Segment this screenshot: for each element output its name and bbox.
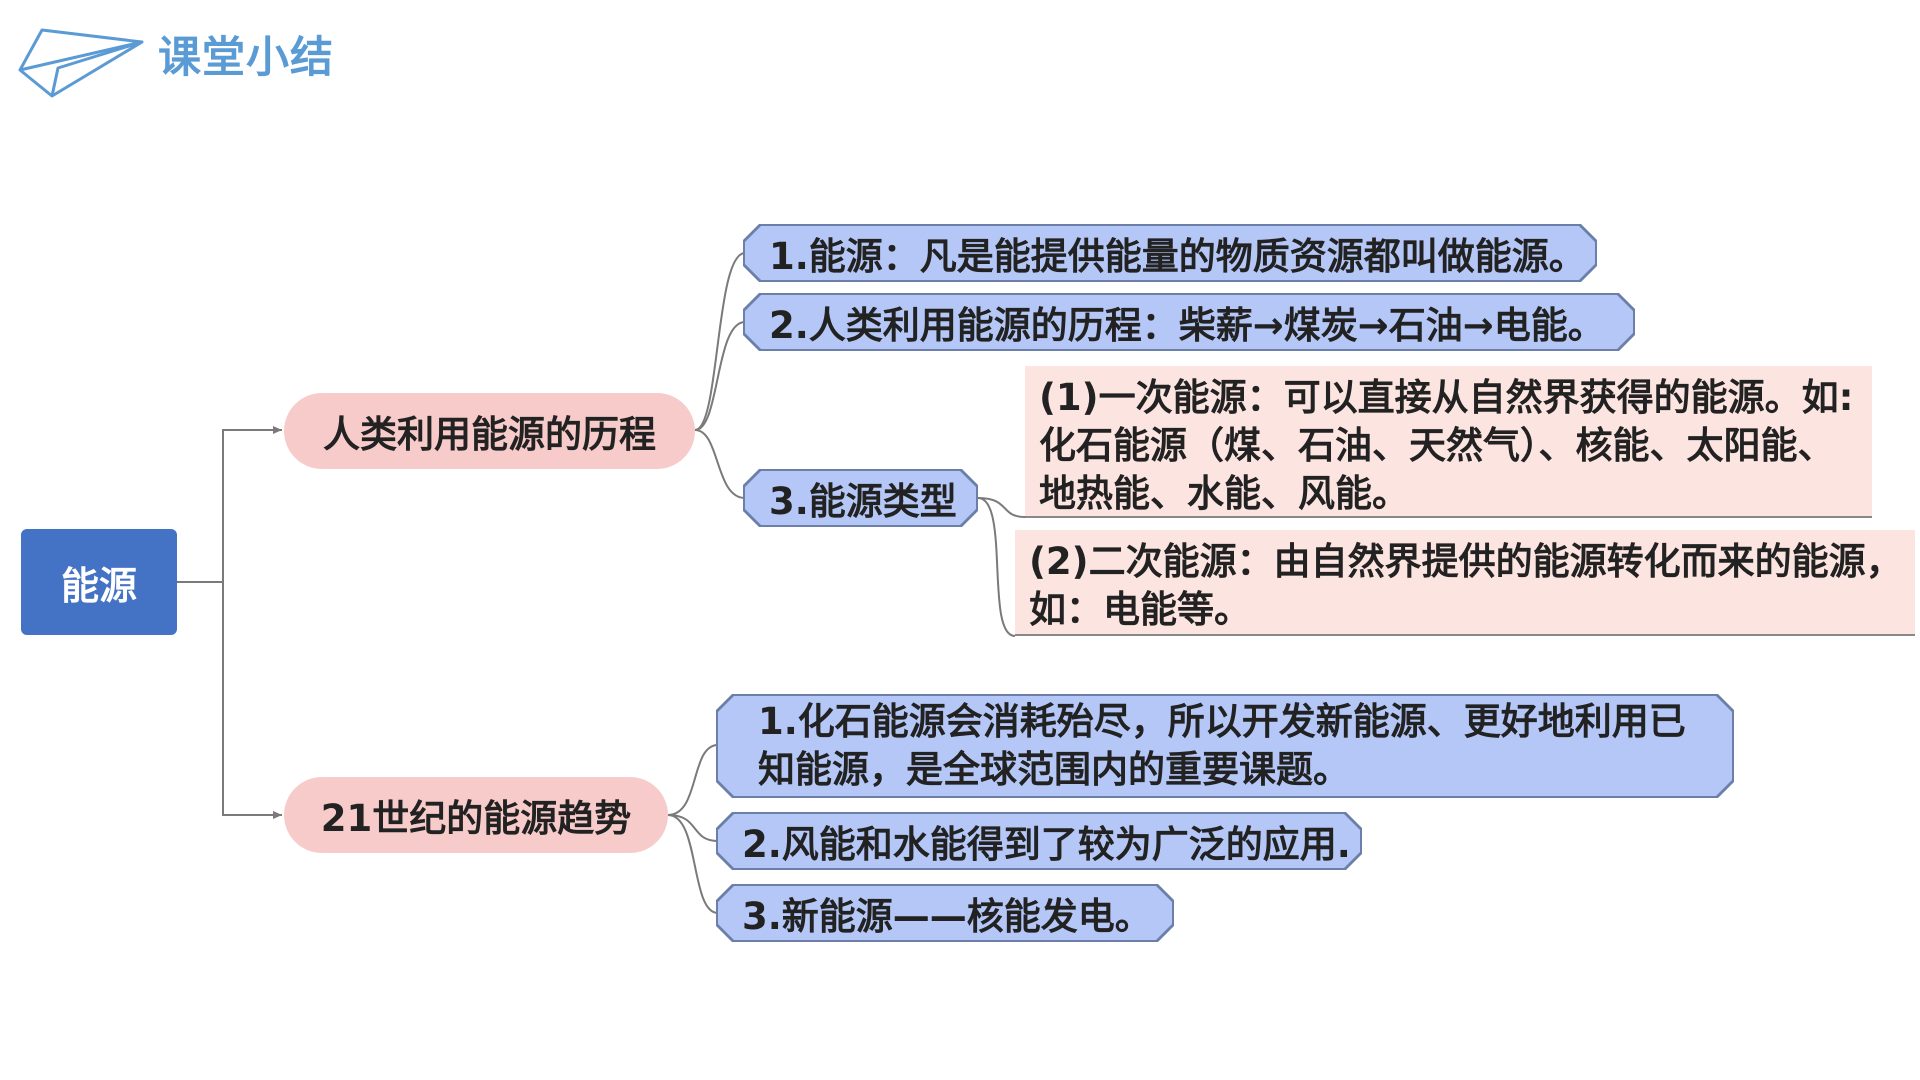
leaf-types-node: 3.能源类型 <box>743 469 978 527</box>
leaf-history-node: 2.人类利用能源的历程：柴薪→煤炭→石油→电能。 <box>743 293 1635 351</box>
connector-b1-i1 <box>694 252 746 431</box>
primary-energy-line: (1)一次能源：可以直接从自然界获得的能源。如: <box>1039 376 1854 419</box>
primary-energy-line: 地热能、水能、风能。 <box>1039 472 1409 515</box>
page-title: 课堂小结 <box>158 33 334 83</box>
branch-history-node: 人类利用能源的历程 <box>284 393 695 469</box>
root-node: 能源 <box>21 529 177 635</box>
leaf-fossil-text: 1.化石能源会消耗殆尽，所以开发新能源、更好地利用已 知能源，是全球范围内的重要… <box>718 696 1732 796</box>
leaf-types-text: 3.能源类型 <box>745 471 976 525</box>
leaf-fossil-line: 知能源，是全球范围内的重要课题。 <box>758 748 1350 791</box>
connector-root <box>177 426 282 583</box>
connector-b2-i2 <box>667 814 719 842</box>
connector-t2 <box>977 497 1016 637</box>
leaf-wind-hydro-text: 2.风能和水能得到了较为广泛的应用. <box>718 814 1360 868</box>
leaf-fossil-line: 1.化石能源会消耗殆尽，所以开发新能源、更好地利用已 <box>758 700 1686 743</box>
connector-b2-i3 <box>667 814 719 914</box>
leaf-fossil-node: 1.化石能源会消耗殆尽，所以开发新能源、更好地利用已 知能源，是全球范围内的重要… <box>716 694 1734 798</box>
connector-t1 <box>977 497 1026 518</box>
connector-b2-i1 <box>667 744 719 816</box>
leaf-history-text: 2.人类利用能源的历程：柴薪→煤炭→石油→电能。 <box>745 295 1633 349</box>
secondary-energy-box: (2)二次能源：由自然界提供的能源转化而来的能源， 如：电能等。 <box>1015 530 1915 636</box>
connector-b1-i2 <box>694 321 746 431</box>
connector-root-2 <box>222 582 282 819</box>
leaf-nuclear-text: 3.新能源——核能发电。 <box>718 886 1172 940</box>
paper-plane-icon <box>18 28 144 98</box>
connector-b1-i3 <box>694 429 746 499</box>
secondary-energy-line: (2)二次能源：由自然界提供的能源转化而来的能源， <box>1029 540 1903 583</box>
primary-energy-line: 化石能源（煤、石油、天然气）、核能、太阳能、 <box>1039 424 1835 467</box>
primary-energy-box: (1)一次能源：可以直接从自然界获得的能源。如: 化石能源（煤、石油、天然气）、… <box>1025 366 1872 518</box>
secondary-energy-line: 如：电能等。 <box>1029 588 1251 631</box>
leaf-definition-text: 1.能源：凡是能提供能量的物质资源都叫做能源。 <box>745 226 1595 280</box>
header: 课堂小结 <box>18 22 338 102</box>
leaf-definition-node: 1.能源：凡是能提供能量的物质资源都叫做能源。 <box>743 224 1597 282</box>
branch-trend-node: 21世纪的能源趋势 <box>284 777 668 853</box>
leaf-nuclear-node: 3.新能源——核能发电。 <box>716 884 1174 942</box>
leaf-wind-hydro-node: 2.风能和水能得到了较为广泛的应用. <box>716 812 1362 870</box>
